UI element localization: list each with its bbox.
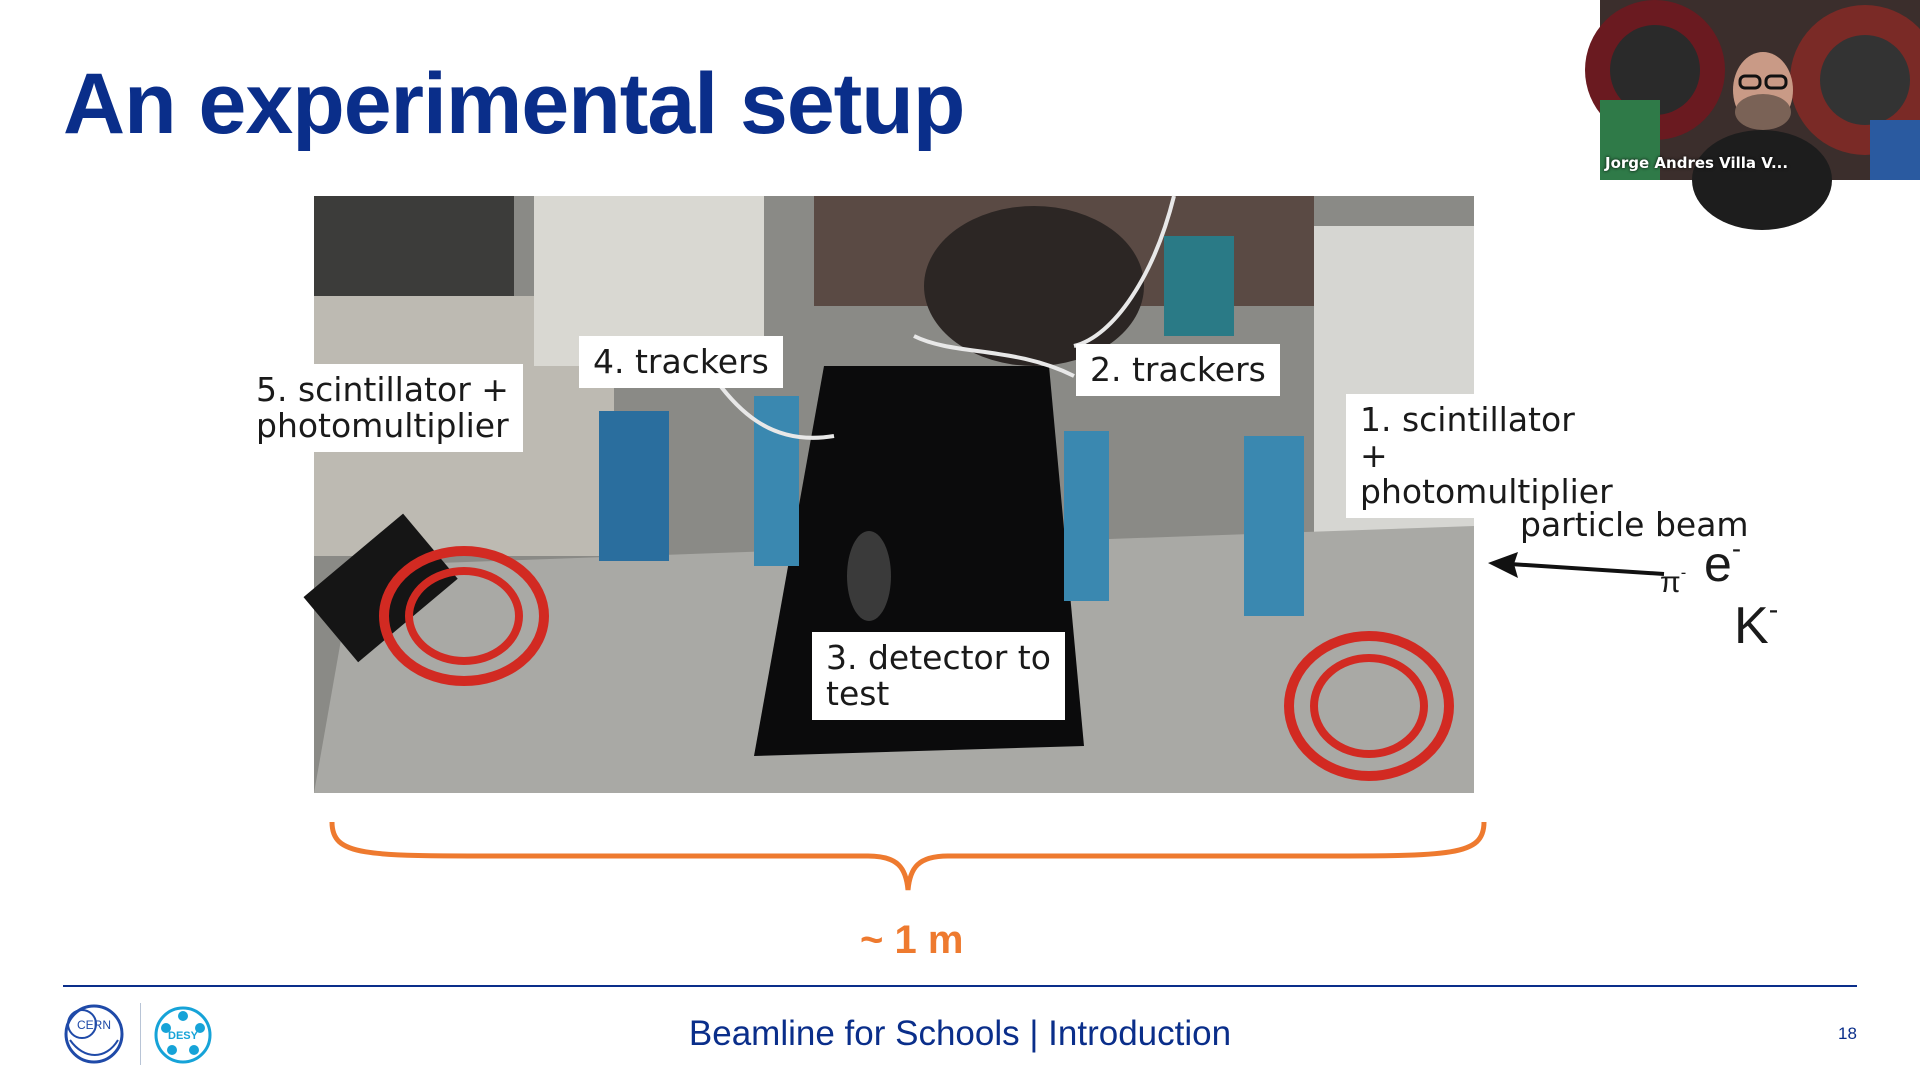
participant-name: Jorge Andres Villa V... — [1605, 154, 1789, 172]
length-label: ~ 1 m — [860, 918, 964, 962]
svg-text:CERN: CERN — [77, 1018, 111, 1032]
electron-symbol: e- — [1704, 533, 1741, 592]
label-scintillator-5: 5. scintillator + photomultiplier — [242, 364, 523, 452]
desy-logo-icon: DESY — [154, 1006, 212, 1064]
slide-title: An experimental setup — [63, 56, 965, 152]
label-detector-3: 3. detector to test — [812, 632, 1065, 720]
setup-photo: 5. scintillator + photomultiplier 4. tra… — [242, 195, 1627, 793]
page-number: 18 — [1838, 1024, 1857, 1043]
participant-video-feed — [1585, 0, 1920, 230]
logo-separator — [140, 1003, 141, 1065]
label-trackers-2: 2. trackers — [1076, 344, 1280, 396]
footer-title: Beamline for Schools | Introduction — [688, 1014, 1232, 1053]
label-trackers-4: 4. trackers — [579, 336, 783, 388]
footer-divider — [63, 985, 1857, 987]
particle-beam-label: particle beam — [1520, 505, 1749, 544]
curly-brace-icon — [329, 821, 1487, 891]
participant-video-tile[interactable]: Jorge Andres Villa V... — [1585, 0, 1920, 230]
pion-symbol: π- — [1660, 564, 1687, 599]
cern-logo-icon: CERN — [64, 1004, 124, 1064]
kaon-symbol: K- — [1734, 594, 1779, 655]
beam-arrow-icon — [1488, 552, 1665, 578]
svg-text:DESY: DESY — [168, 1030, 199, 1042]
label-scintillator-1: 1. scintillator + photomultiplier — [1346, 394, 1627, 518]
